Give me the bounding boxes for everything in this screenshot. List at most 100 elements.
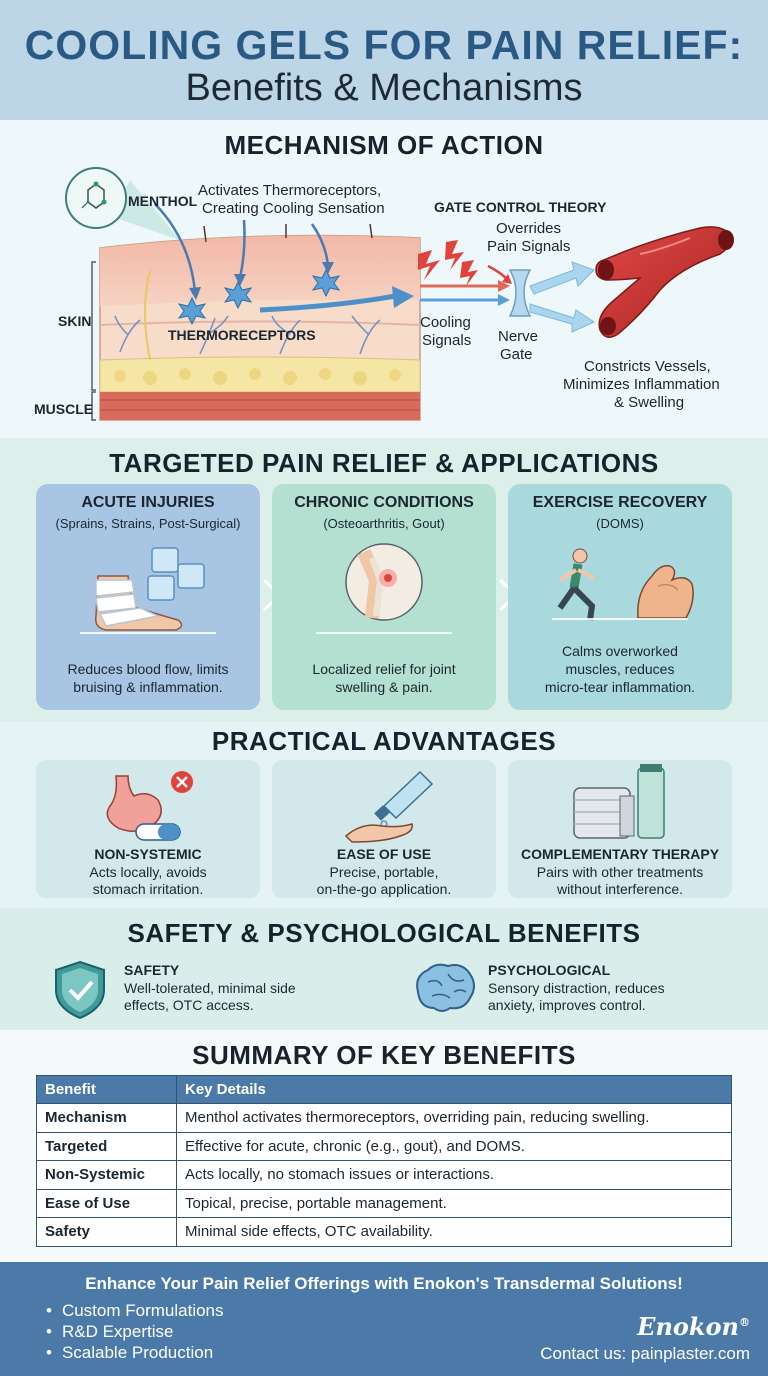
table-row: Non-Systemic Acts locally, no stomach is… — [36, 1160, 732, 1190]
divider — [552, 618, 688, 620]
divider — [316, 632, 452, 634]
list-item: Custom Formulations — [46, 1300, 224, 1321]
brain-icon — [416, 963, 475, 1012]
table-row: Ease of Use Topical, precise, portable m… — [36, 1188, 732, 1218]
constricts-label-1: Constricts Vessels, — [584, 358, 711, 375]
safety-heading: SAFETY & PSYCHOLOGICAL BENEFITS — [127, 918, 641, 948]
benefit-cell: Mechanism — [36, 1103, 177, 1133]
column-header: Benefit — [36, 1075, 177, 1104]
desc-line: Well-tolerated, minimal side — [124, 980, 296, 996]
advantages-heading: PRACTICAL ADVANTAGES — [211, 726, 557, 756]
signal-arrowhead — [392, 286, 414, 308]
skin-label: SKIN — [58, 313, 92, 329]
ice-cubes-icon — [147, 547, 205, 601]
desc-line: Calms overworked — [562, 643, 678, 659]
gate-control-title: GATE CONTROL THEORY — [434, 199, 607, 215]
table-row: Mechanism Menthol activates thermorecept… — [36, 1103, 732, 1133]
details-cell: Effective for acute, chronic (e.g., gout… — [176, 1131, 732, 1161]
cooling-label-2: Signals — [422, 332, 472, 349]
skin-cross-section — [99, 223, 421, 421]
desc-line: Pairs with other treatments — [536, 864, 704, 880]
cooling-label-1: Cooling — [420, 314, 471, 331]
card-exercise-recovery: EXERCISE RECOVERY (DOMS) Calms overworke… — [508, 484, 732, 710]
footer-headline: Enhance Your Pain Relief Offerings with … — [85, 1274, 683, 1293]
activates-label-2: Creating Cooling Sensation — [202, 200, 385, 217]
shield-check-icon — [55, 960, 105, 1020]
page-subtitle: Benefits & Mechanisms — [185, 67, 583, 109]
desc-line: without interference. — [556, 881, 684, 897]
desc-line: micro-tear inflammation. — [544, 679, 696, 695]
targeted-heading: TARGETED PAIN RELIEF & APPLICATIONS — [109, 448, 659, 478]
thermoreceptor-icons — [177, 268, 341, 326]
card-non-systemic: NON-SYSTEMIC Acts locally, avoids stomac… — [36, 760, 260, 898]
overrides-label-1: Overrides — [496, 220, 562, 237]
menthol-label: MENTHOL — [128, 193, 198, 209]
thermoreceptors-label: THERMORECEPTORS — [168, 327, 316, 343]
psychological-description: Sensory distraction, reduces anxiety, im… — [488, 980, 718, 1014]
summary-section: SUMMARY OF KEY BENEFITS Benefit Key Deta… — [0, 1030, 768, 1262]
desc-line: bruising & inflammation. — [73, 679, 223, 695]
desc-line: Precise, portable, — [329, 864, 439, 880]
card-description: Pairs with other treatments without inte… — [514, 864, 726, 898]
list-item: R&D Expertise — [46, 1321, 224, 1342]
overrides-label-2: Pain Signals — [487, 238, 571, 255]
desc-line: anxiety, improves control. — [488, 997, 646, 1013]
mechanism-heading: MECHANISM OF ACTION — [224, 130, 544, 160]
benefit-cell: Ease of Use — [36, 1188, 177, 1218]
details-cell: Acts locally, no stomach issues or inter… — [176, 1160, 732, 1190]
page-title: COOLING GELS FOR PAIN RELIEF: — [24, 22, 744, 68]
title-banner: COOLING GELS FOR PAIN RELIEF: Benefits &… — [0, 0, 768, 120]
table-row: Safety Minimal side effects, OTC availab… — [36, 1217, 732, 1247]
summary-table: Benefit Key Details Mechanism Menthol ac… — [36, 1075, 732, 1247]
layer-bracket — [91, 261, 96, 421]
card-complementary-therapy: COMPLEMENTARY THERAPY Pairs with other t… — [508, 760, 732, 898]
mechanism-section: MECHANISM OF ACTION MENTHOL Activates Th… — [0, 120, 768, 438]
safety-description: Well-tolerated, minimal side effects, OT… — [124, 980, 354, 1014]
table-row: Targeted Effective for acute, chronic (e… — [36, 1131, 732, 1161]
card-description: Acts locally, avoids stomach irritation. — [42, 864, 254, 898]
card-description: Calms overworked muscles, reduces micro-… — [518, 642, 722, 696]
details-cell: Topical, precise, portable management. — [176, 1188, 732, 1218]
desc-line: Acts locally, avoids — [89, 864, 207, 880]
desc-line: muscles, reduces — [565, 661, 675, 677]
card-description: Localized relief for joint swelling & pa… — [282, 660, 486, 696]
card-title: ACUTE INJURIES — [81, 494, 215, 511]
knee-joint-icon — [345, 543, 423, 621]
constricts-label-3: & Swelling — [614, 394, 685, 411]
safety-block: SAFETY Well-tolerated, minimal side effe… — [50, 958, 296, 1025]
desc-line: effects, OTC access. — [124, 997, 254, 1013]
targeted-section: TARGETED PAIN RELIEF & APPLICATIONS ACUT… — [0, 438, 768, 722]
muscle-label: MUSCLE — [34, 401, 94, 417]
footer: Enhance Your Pain Relief Offerings with … — [0, 1262, 768, 1376]
details-cell: Minimal side effects, OTC availability. — [176, 1217, 732, 1247]
nerve-label-2: Gate — [500, 346, 533, 363]
nerve-gate-icon — [508, 269, 532, 317]
card-title: EASE OF USE — [336, 846, 432, 862]
details-cell: Menthol activates thermoreceptors, overr… — [176, 1103, 732, 1133]
card-title: COMPLEMENTARY THERAPY — [520, 846, 720, 862]
nerve-label-1: Nerve — [498, 328, 539, 345]
runner-flexed-arm-icon — [557, 548, 694, 621]
benefit-cell: Targeted — [36, 1131, 177, 1161]
psychological-title: PSYCHOLOGICAL — [488, 962, 611, 978]
footer-list: Custom Formulations R&D Expertise Scalab… — [46, 1300, 224, 1363]
advantages-section: PRACTICAL ADVANTAGES NON-SYSTEMIC Acts l… — [0, 722, 768, 908]
constricts-label-2: Minimizes Inflammation — [563, 376, 720, 393]
card-title: CHRONIC CONDITIONS — [294, 494, 474, 511]
benefit-cell: Safety — [36, 1217, 177, 1247]
brand-logo: Enokon® — [637, 1312, 750, 1341]
card-title: EXERCISE RECOVERY — [532, 494, 708, 511]
blood-vessel-icon — [595, 226, 734, 338]
registered-mark: ® — [739, 1316, 750, 1329]
bandage-roll-tube-icon — [573, 764, 665, 839]
card-subtitle: (DOMS) — [596, 516, 644, 531]
bandaged-foot-icon — [94, 547, 205, 631]
card-subtitle: (Sprains, Strains, Post-Surgical) — [55, 516, 241, 531]
card-ease-of-use: EASE OF USE Precise, portable, on-the-go… — [272, 760, 496, 898]
desc-line: on-the-go application. — [316, 881, 452, 897]
mechanism-illustration — [65, 167, 734, 421]
contact-link[interactable]: Contact us: painplaster.com — [540, 1344, 750, 1363]
list-item: Scalable Production — [46, 1342, 224, 1363]
summary-heading: SUMMARY OF KEY BENEFITS — [192, 1040, 576, 1070]
safety-title: SAFETY — [124, 962, 180, 978]
